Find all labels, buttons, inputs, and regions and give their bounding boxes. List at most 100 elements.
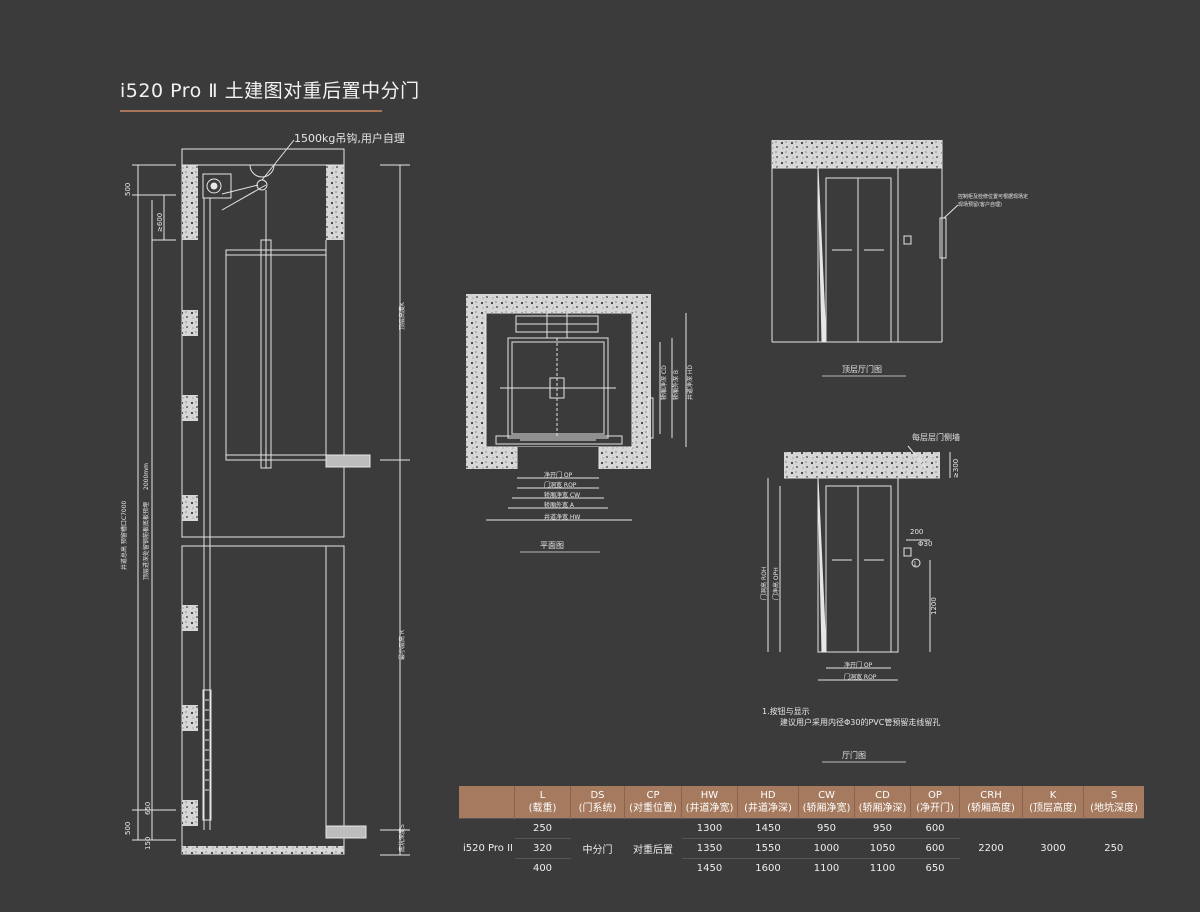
dim-k: 顶层高度K	[398, 301, 406, 330]
table-row: 400 1450 1600 1100 1100 650	[459, 858, 1144, 878]
plan-dim-op: 净开门 OP	[544, 471, 573, 479]
header-cell-s: S(地坑深度)	[1083, 786, 1144, 819]
hall-wall-label: 每层层门侧墙	[912, 432, 960, 442]
dim-500-top: 500	[124, 183, 132, 196]
traction-machine	[202, 173, 232, 199]
header-cell-cw: CW(轿厢净宽)	[798, 786, 855, 819]
cell-hd: 1550	[737, 838, 799, 859]
hall-dim-roh: 门洞高 ROH	[760, 567, 768, 600]
dim-hw-note: 井道总高 预留槽口C7000	[120, 500, 128, 570]
cell-cd: 1100	[854, 858, 911, 878]
hall-slab	[784, 452, 940, 478]
shaft-upper-outline	[181, 148, 345, 538]
header-cell	[459, 786, 515, 819]
landing-slab-lower	[325, 825, 367, 839]
wall-left-top	[182, 165, 198, 240]
wall-block	[182, 310, 198, 336]
cell-op: 650	[910, 858, 960, 878]
pit-floor	[182, 846, 344, 854]
cell-k: 3000	[1022, 818, 1084, 878]
cell-cw: 1100	[798, 858, 855, 878]
header-cell-hd: HD(井道净深)	[737, 786, 799, 819]
header-cell-crh: CRH(轿厢高度)	[959, 786, 1023, 819]
hall-marker-circle	[911, 558, 921, 568]
cell-s: 250	[1083, 818, 1144, 878]
header-cell-cp: CP(对重位置)	[624, 786, 682, 819]
table-row: 320 1350 1550 1000 1050 600	[459, 838, 1144, 859]
cell-hw: 1350	[681, 838, 738, 859]
landing-slab-upper	[325, 454, 371, 468]
top-call-button	[903, 235, 912, 245]
dim-s: 底坑深度S	[398, 824, 406, 852]
elevator-car	[225, 249, 327, 461]
header-cell-cd: CD(轿厢净深)	[854, 786, 911, 819]
hall-dim-op: 净开门 OP	[844, 661, 873, 669]
wall-right-top	[326, 165, 344, 240]
counterweight	[202, 689, 212, 821]
dim-500-bottom: 500	[124, 822, 132, 835]
cell-hw: 1450	[681, 858, 738, 878]
cell-l: 320	[514, 838, 571, 859]
hall-door-view	[767, 445, 951, 681]
wall-block	[182, 395, 198, 421]
dim-650: 650	[144, 802, 152, 815]
hall-call-button	[903, 547, 912, 557]
page-title: i520 Pro Ⅱ 土建图对重后置中分门	[120, 80, 420, 102]
plan-dim-cd: 轿厢净深 CD	[660, 365, 668, 400]
cell-cw: 950	[798, 818, 855, 839]
dim-150: 150	[144, 837, 152, 850]
header-cell-k: K(顶层高度)	[1022, 786, 1084, 819]
cell-l: 400	[514, 858, 571, 878]
top-side-note-2: 现场预留(客户自理)	[958, 201, 1002, 208]
plan-door-sill	[495, 435, 623, 445]
wall-block	[182, 705, 198, 731]
plan-dim-hd: 井道净深 HD	[686, 365, 694, 400]
hall-dim-1200: 1200	[930, 597, 938, 615]
wall-block	[182, 800, 198, 826]
cell-op: 600	[910, 818, 960, 839]
dim-beam-note: 顶层进深处留钢筋板底板预埋	[142, 502, 150, 580]
section-view	[132, 139, 410, 856]
note-line-1: 1.按钮与显示	[762, 707, 810, 716]
hall-dim-phi30: Φ30	[918, 540, 932, 548]
hall-marker-label: 1	[913, 561, 917, 568]
pulley	[206, 178, 222, 194]
cell-hd: 1450	[737, 818, 799, 839]
plan-door-opening	[517, 447, 599, 469]
hall-dim-200: 200	[910, 528, 923, 536]
notes: 1.按钮与显示 建议用户采用内径Φ30的PVC管预留走线留孔	[762, 706, 940, 728]
header-cell-op: OP(净开门)	[910, 786, 960, 819]
spec-table: L(载重) DS(门系统) CP(对重位置) HW(井道净宽) HD(井道净深)…	[459, 786, 1144, 878]
wall-block	[182, 495, 198, 521]
wall-block	[182, 605, 198, 631]
hook-label: 1500kg吊钩,用户自理	[294, 131, 405, 145]
cell-l: 250	[514, 818, 571, 839]
plan-dim-cw: 轿厢净宽 CW	[544, 491, 580, 499]
header-cell-l: L(载重)	[514, 786, 571, 819]
note-line-2: 建议用户采用内径Φ30的PVC管预留走线留孔	[780, 718, 941, 727]
cell-hd: 1600	[737, 858, 799, 878]
cell-cw: 1000	[798, 838, 855, 859]
spec-header-row: L(载重) DS(门系统) CP(对重位置) HW(井道净宽) HD(井道净深)…	[459, 786, 1144, 819]
dim-2000: 2000mm	[143, 463, 150, 490]
dim-r: 最小层高 R	[398, 630, 406, 660]
hall-dim-oph: 门净高 OPH	[772, 567, 780, 600]
title-underline	[120, 110, 382, 112]
cell-crh: 2200	[959, 818, 1023, 878]
top-side-note-1: 控制柜及检修位置可根据现场定	[958, 193, 1028, 200]
plan-dim-a: 轿厢外宽 A	[544, 501, 575, 509]
model-cell: i520 Pro II	[459, 818, 515, 878]
cell-cd: 950	[854, 818, 911, 839]
hall-door-caption: 厅门图	[842, 750, 866, 760]
cell-cp: 对重后置	[624, 818, 682, 878]
hall-dim-300: ≥300	[952, 459, 960, 478]
cell-hw: 1300	[681, 818, 738, 839]
plan-view	[466, 294, 687, 521]
header-cell-ds: DS(门系统)	[570, 786, 625, 819]
dim-600: ≥600	[156, 213, 164, 232]
plan-dim-rop: 门洞宽 ROP	[544, 481, 577, 489]
top-door-view	[771, 140, 959, 343]
cell-cd: 1050	[854, 838, 911, 859]
table-row: i520 Pro II 250 中分门 对重后置 1300 1450 950 9…	[459, 818, 1144, 878]
